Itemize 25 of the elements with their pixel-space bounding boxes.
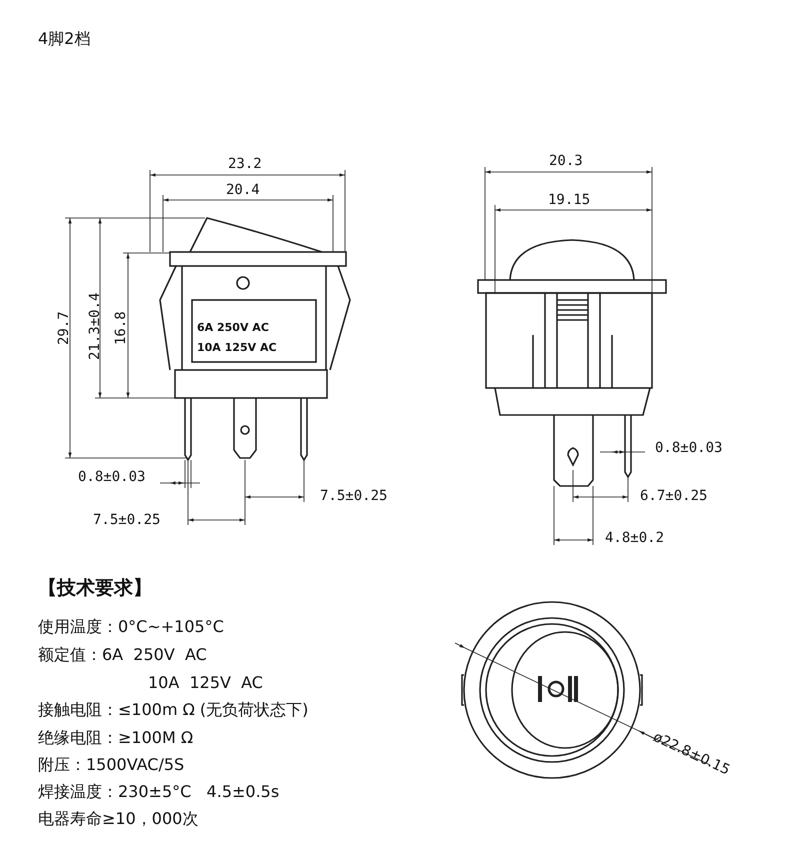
dimension-label: 0.8±0.03 xyxy=(78,470,146,486)
spec-heading: 【技术要求】 xyxy=(38,578,152,599)
spec-line: 接触电阻：≤100m Ω (无负荷状态下) xyxy=(38,701,308,719)
dimension-label: 29.7 xyxy=(57,311,72,345)
dimension-label: 16.8 xyxy=(114,311,130,345)
dimension-label: 20.3 xyxy=(549,154,583,170)
spec-line: 10A 125V AC xyxy=(148,674,263,692)
dimension-label: 7.5±0.25 xyxy=(320,489,388,504)
spec-line: 附压：1500VAC/5S xyxy=(38,756,184,774)
dimension-label: 0.8±0.03 xyxy=(655,441,722,456)
spec-line: 电器寿命≥10，000次 xyxy=(38,810,198,828)
dimension-label: 4.8±0.2 xyxy=(605,531,664,546)
dimension-label: 7.5±0.25 xyxy=(93,513,160,528)
dimension-label: 6.7±0.25 xyxy=(640,489,708,504)
dimension-label: 20.4 xyxy=(226,183,260,198)
page-title: 4脚2档 xyxy=(38,30,90,48)
dimension-label: 19.15 xyxy=(548,193,590,208)
dimension-label: 23.2 xyxy=(228,157,262,172)
spec-line: 绝缘电阻：≥100M Ω xyxy=(38,729,194,747)
rating-text: 10A 125V AC xyxy=(197,342,277,354)
dimension-label: 21.3±0.4 xyxy=(88,292,104,360)
spec-line: 额定值：6A 250V AC xyxy=(38,646,207,664)
spec-line: 使用温度：0°C~+105°C xyxy=(38,618,224,636)
rating-text: 6A 250V AC xyxy=(197,322,269,334)
spec-line: 焊接温度：230±5°C 4.5±0.5s xyxy=(38,783,280,801)
